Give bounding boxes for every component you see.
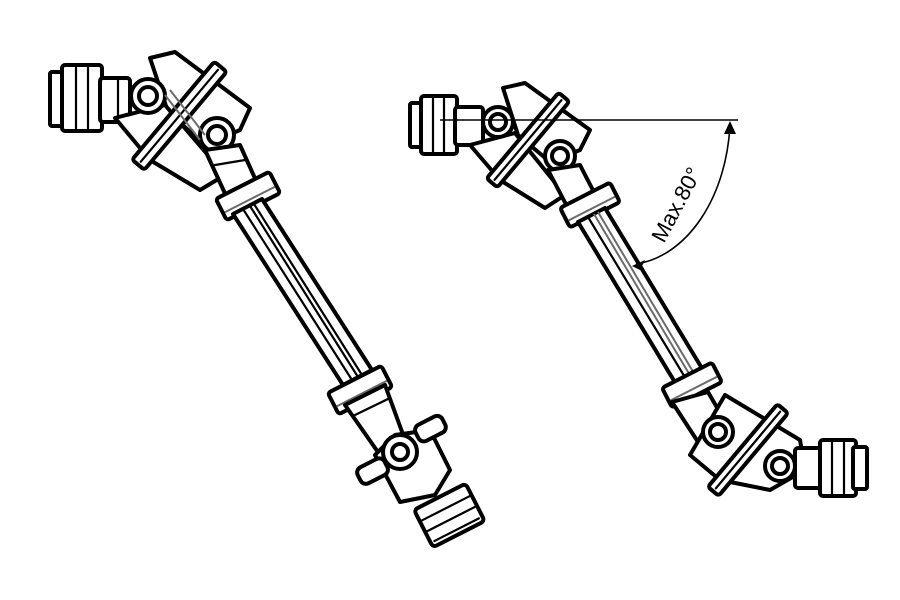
right-shaft-top-hub bbox=[408, 94, 485, 156]
angle-arc bbox=[635, 123, 731, 265]
left-shaft-u-joint bbox=[343, 383, 452, 504]
arrow-head-bottom-icon bbox=[632, 260, 645, 270]
right-drive-shaft bbox=[408, 81, 869, 498]
left-shaft-wide-angle-joint bbox=[113, 50, 260, 202]
left-drive-shaft bbox=[48, 50, 486, 548]
right-shaft-bottom-wide-angle-joint bbox=[670, 390, 807, 497]
right-shaft-tube bbox=[576, 206, 705, 386]
right-shaft-top-wide-angle-joint bbox=[468, 81, 600, 214]
arrow-head-top-icon bbox=[724, 121, 736, 134]
left-shaft-bottom-hub bbox=[413, 482, 486, 548]
right-shaft-bottom-hub bbox=[793, 438, 869, 498]
left-shaft-tube bbox=[231, 197, 374, 387]
angle-label: Max.80° bbox=[646, 163, 706, 246]
